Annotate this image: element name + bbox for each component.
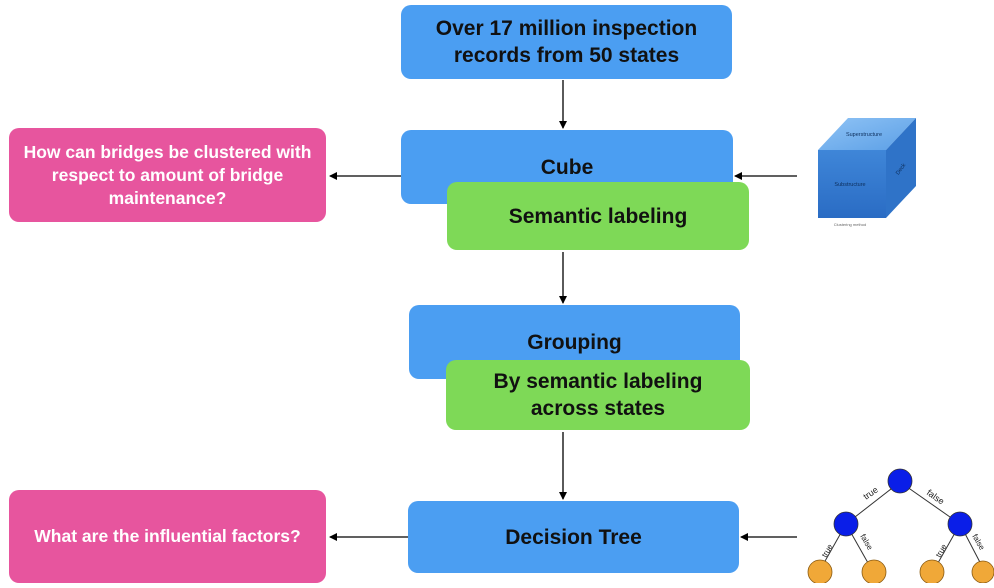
semantic-labeling-label: Semantic labeling [508, 204, 688, 228]
cube-caption: Clustering method [834, 222, 866, 227]
cube-front-label: Substructure [834, 182, 865, 188]
cube-top-face [818, 118, 916, 150]
decision-tree-box: Decision Tree [408, 501, 739, 573]
semantic-labeling-box: Semantic labeling [447, 182, 749, 250]
tree-leaf-node [807, 559, 833, 585]
tree-root-node [887, 468, 913, 494]
tree-leaf-node [861, 559, 887, 585]
cube-front-face [818, 150, 886, 218]
tree-leaf-node [971, 560, 994, 584]
cube-illustration: Superstructure Substructure Deck Cluster… [808, 110, 926, 230]
tree-left-node [833, 511, 859, 537]
tree-edge-false-top: false [925, 487, 946, 506]
question-clustering-box: How can bridges be clustered with respec… [9, 128, 326, 222]
question-clustering-label: How can bridges be clustered with respec… [23, 141, 312, 208]
question-factors-box: What are the influential factors? [9, 490, 326, 583]
tree-right-node [947, 511, 973, 537]
question-factors-label: What are the influential factors? [34, 526, 301, 546]
tree-edge-true-left: true [820, 542, 835, 559]
decision-tree-label: Decision Tree [505, 525, 642, 549]
tree-edge-true-top: true [861, 485, 879, 502]
tree-edge-true-right: true [934, 542, 949, 559]
cube-top-label: Superstructure [846, 132, 882, 138]
source-records-box: Over 17 million inspection records from … [401, 5, 732, 79]
cube-label: Cube [540, 156, 594, 179]
semantic-across-states-label: By semantic labeling across states [493, 370, 703, 420]
source-records-label: Over 17 million inspection records from … [435, 17, 698, 67]
semantic-across-states-box: By semantic labeling across states [446, 360, 750, 430]
tree-leaf-node [919, 559, 945, 585]
cube-side-face [886, 118, 916, 218]
grouping-label: Grouping [527, 331, 622, 354]
decision-tree-illustration: true false true false true false [800, 462, 994, 585]
